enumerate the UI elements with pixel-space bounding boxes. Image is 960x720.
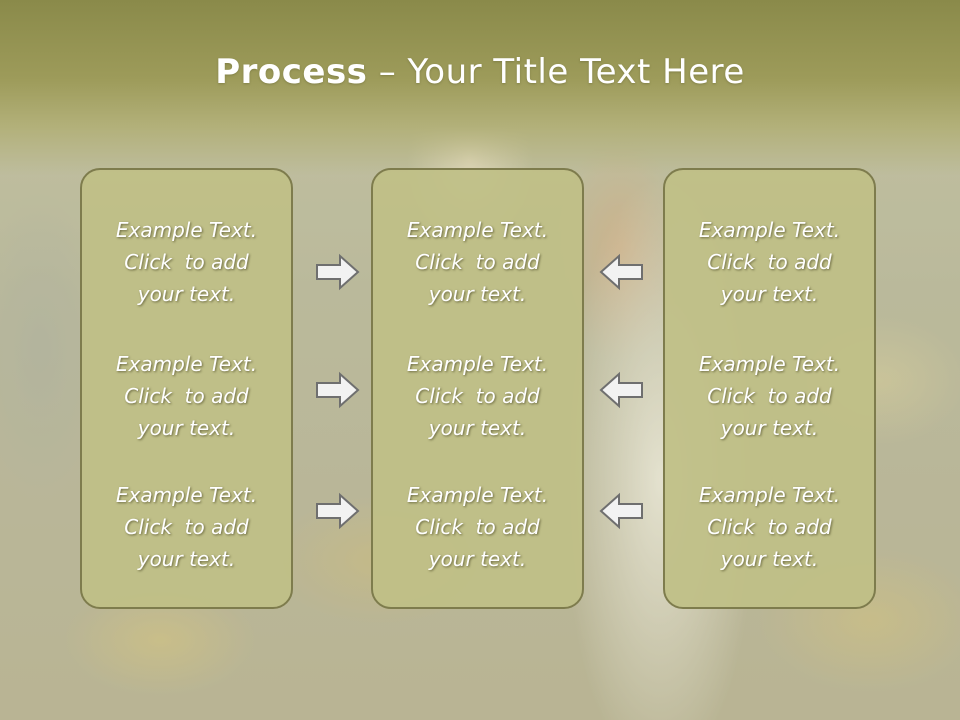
text-line: Click to add [707, 250, 832, 274]
text-placeholder[interactable]: Example Text. Click to add your text. [373, 348, 582, 444]
text-line: Click to add [707, 515, 832, 539]
text-line: your text. [428, 547, 527, 571]
left-arrow-icon [597, 252, 645, 292]
right-arrow-icon [314, 252, 362, 292]
text-line: Example Text. [115, 483, 258, 507]
text-line: Click to add [415, 250, 540, 274]
text-placeholder[interactable]: Example Text. Click to add your text. [82, 348, 291, 444]
right-arrow-icon [314, 491, 362, 531]
text-line: Click to add [124, 384, 249, 408]
panel-left[interactable]: Example Text. Click to add your text. Ex… [80, 168, 293, 609]
right-arrow-icon [314, 370, 362, 410]
text-line: Example Text. [406, 352, 549, 376]
text-placeholder[interactable]: Example Text. Click to add your text. [82, 479, 291, 575]
panel-right[interactable]: Example Text. Click to add your text. Ex… [663, 168, 876, 609]
text-line: Example Text. [115, 352, 258, 376]
title-band [0, 0, 960, 175]
title-rest: – Your Title Text Here [367, 52, 745, 92]
left-arrow-icon [597, 370, 645, 410]
text-line: your text. [720, 282, 819, 306]
text-line: Example Text. [698, 483, 841, 507]
left-arrow-icon [597, 491, 645, 531]
text-placeholder[interactable]: Example Text. Click to add your text. [665, 348, 874, 444]
text-line: Click to add [415, 515, 540, 539]
text-line: your text. [137, 282, 236, 306]
text-line: your text. [428, 282, 527, 306]
title-bold: Process [215, 52, 368, 92]
text-placeholder[interactable]: Example Text. Click to add your text. [82, 214, 291, 310]
text-line: Click to add [415, 384, 540, 408]
panel-center[interactable]: Example Text. Click to add your text. Ex… [371, 168, 584, 609]
text-line: Example Text. [698, 352, 841, 376]
text-line: Click to add [124, 250, 249, 274]
text-line: Click to add [707, 384, 832, 408]
text-line: your text. [428, 416, 527, 440]
text-line: Click to add [124, 515, 249, 539]
text-line: Example Text. [698, 218, 841, 242]
text-line: your text. [720, 416, 819, 440]
slide-title[interactable]: Process – Your Title Text Here [0, 52, 960, 92]
text-placeholder[interactable]: Example Text. Click to add your text. [373, 214, 582, 310]
text-line: Example Text. [406, 218, 549, 242]
text-placeholder[interactable]: Example Text. Click to add your text. [373, 479, 582, 575]
text-line: your text. [137, 547, 236, 571]
text-placeholder[interactable]: Example Text. Click to add your text. [665, 479, 874, 575]
text-placeholder[interactable]: Example Text. Click to add your text. [665, 214, 874, 310]
text-line: your text. [137, 416, 236, 440]
text-line: Example Text. [406, 483, 549, 507]
text-line: your text. [720, 547, 819, 571]
text-line: Example Text. [115, 218, 258, 242]
